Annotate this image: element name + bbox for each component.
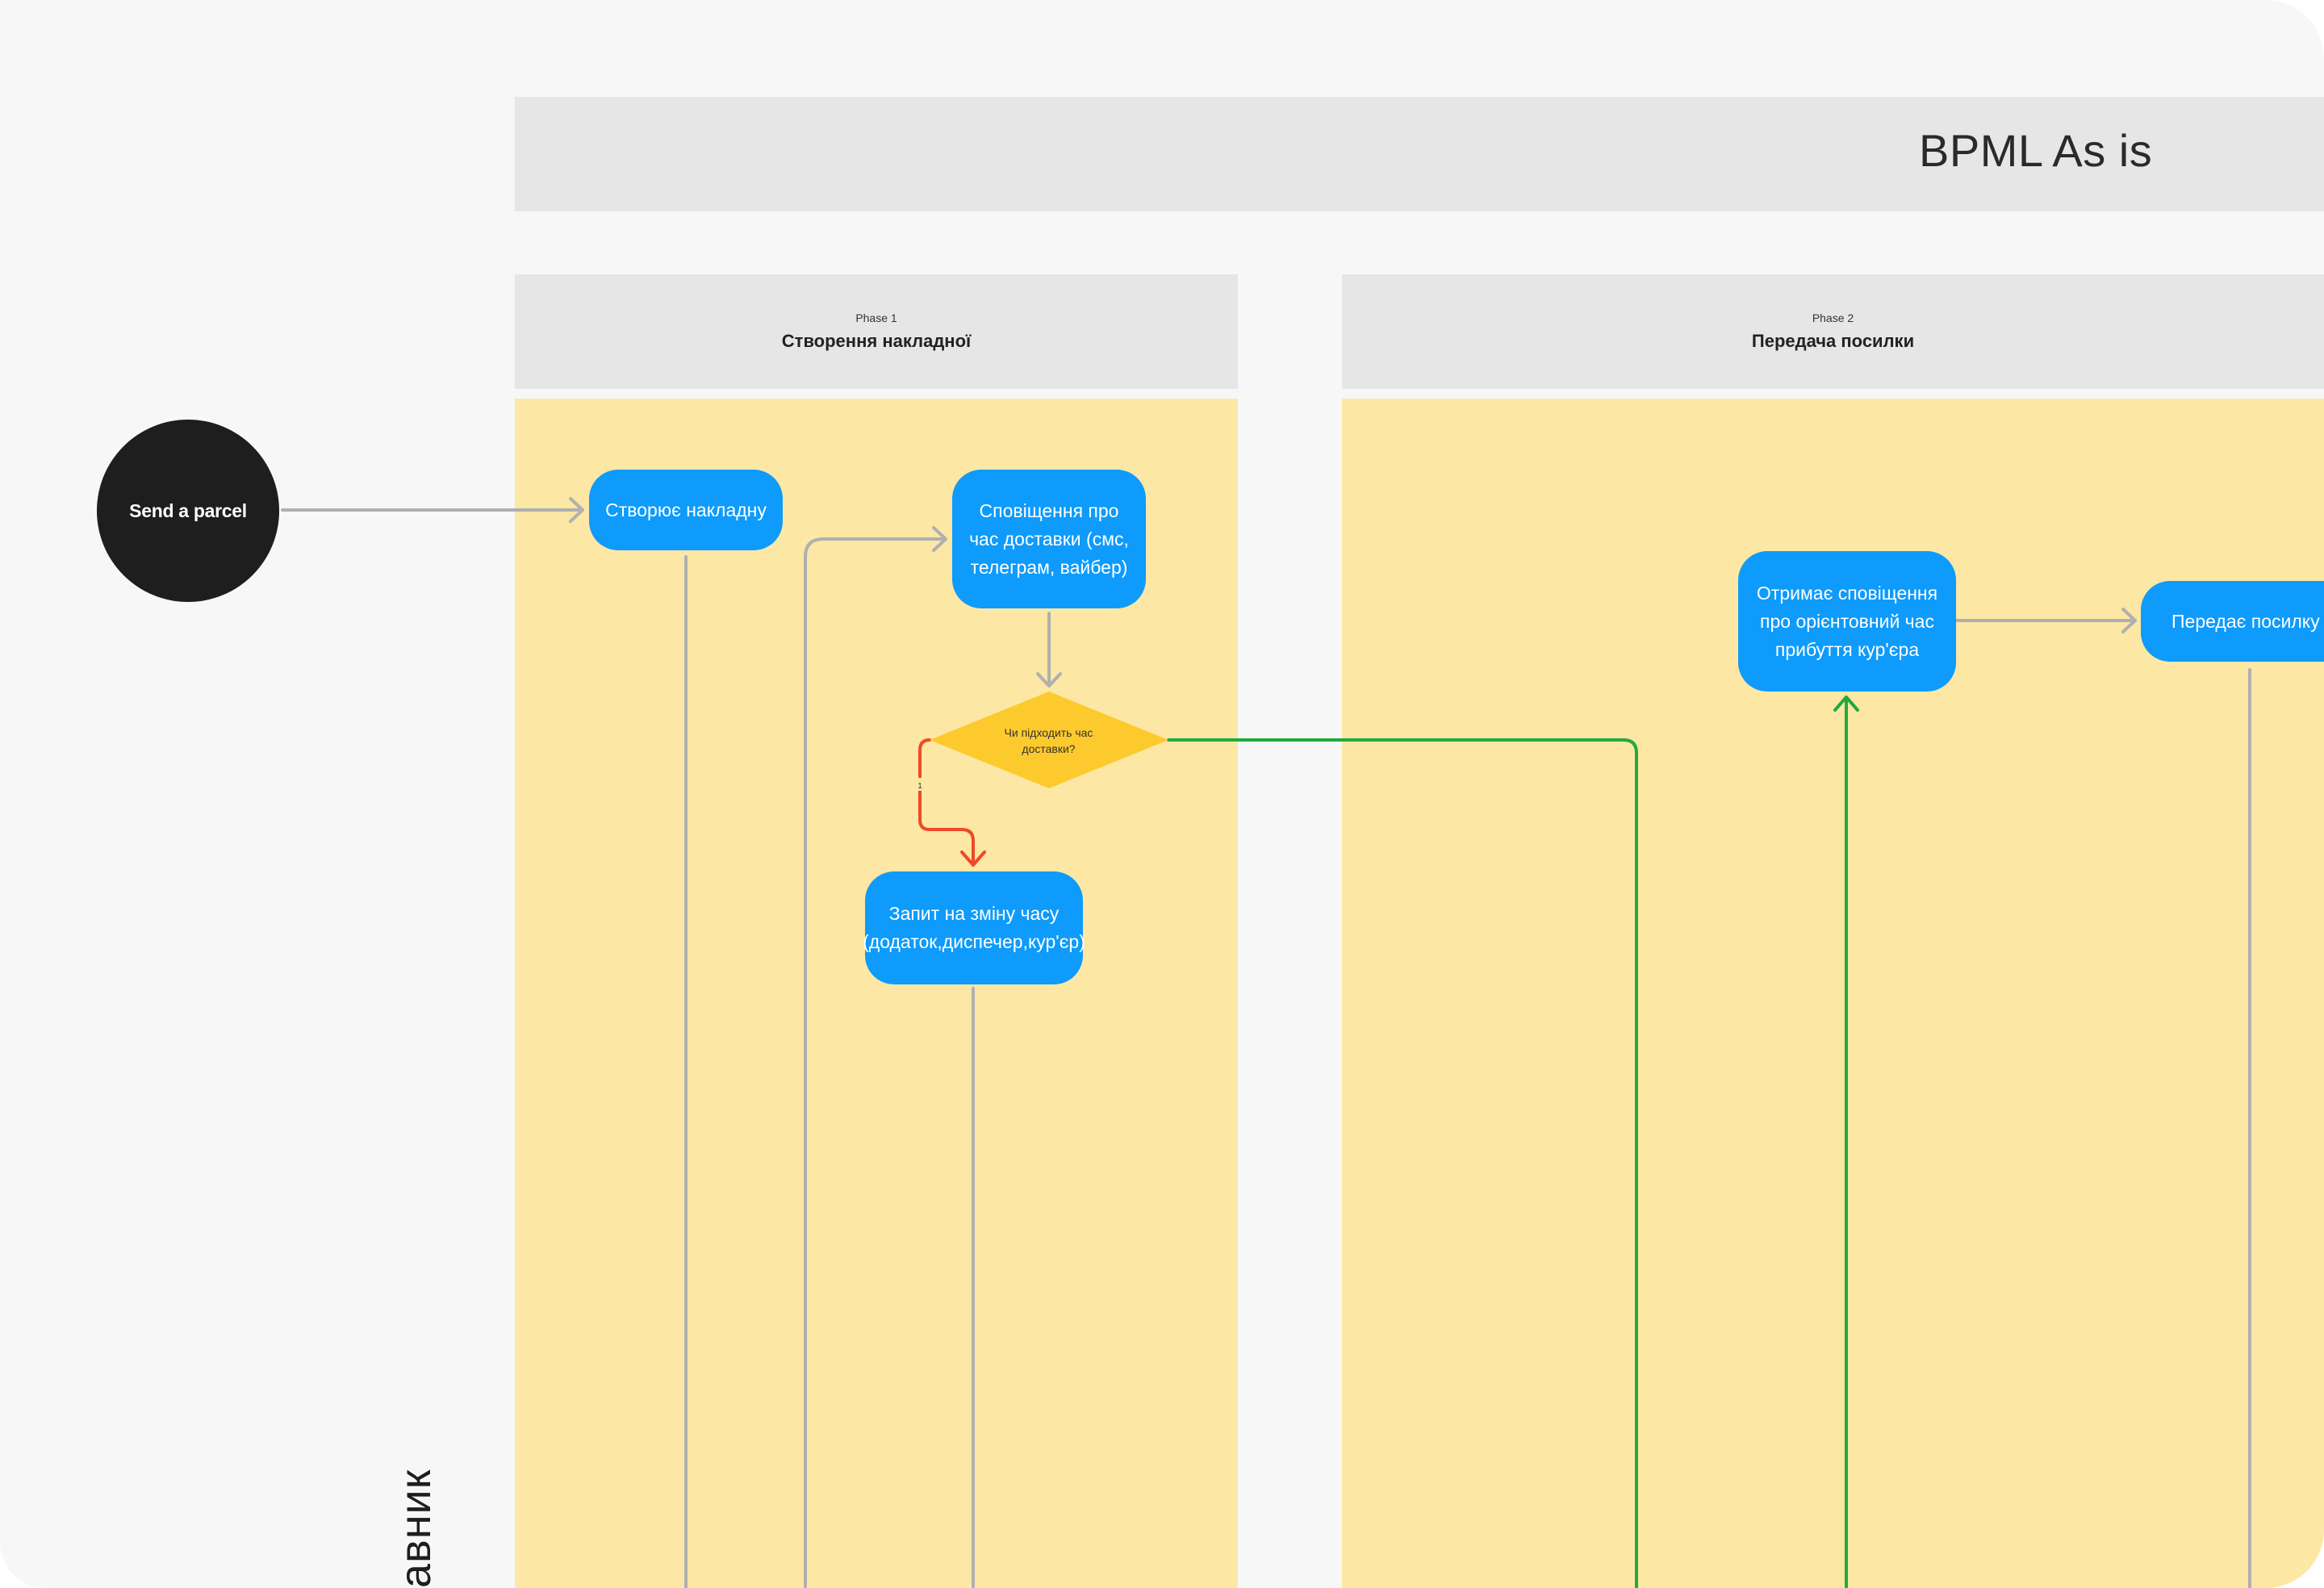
- connector-loop-to-notify: [804, 537, 947, 1588]
- no-marker-bg: [915, 778, 925, 791]
- phase-1-name: Створення накладної: [781, 331, 972, 351]
- diagram-title: BPML As is: [1919, 125, 2153, 176]
- arrowhead: [2121, 608, 2137, 633]
- arrowhead: [960, 850, 986, 867]
- yes-path: [1167, 738, 1638, 1588]
- lane-label: авник: [391, 1469, 440, 1588]
- start-event-send-parcel[interactable]: Send a parcel: [97, 420, 279, 602]
- task-receive-notification[interactable]: Отримає сповіщення про орієнтовний час п…: [1738, 551, 1956, 692]
- arrowhead: [932, 526, 947, 552]
- arrowhead: [1833, 696, 1859, 712]
- arrowhead: [1036, 672, 1062, 687]
- task-notify-delivery-time[interactable]: Сповіщення про час доставки (смс, телегр…: [952, 470, 1146, 608]
- no-marker: 1: [917, 782, 922, 791]
- no-path: [918, 738, 975, 865]
- decision-question: Чи підходить час доставки?: [1004, 726, 1093, 755]
- task-create-waybill[interactable]: Створює накладну: [589, 470, 783, 550]
- title-bar: [515, 97, 2324, 211]
- task-hand-over-parcel[interactable]: Передає посилку: [2141, 581, 2324, 662]
- phase-2-label: Phase 2: [1812, 311, 1854, 324]
- phase-2-header: Phase 2 Передача посилки: [1342, 274, 2324, 389]
- decision-gateway: [930, 692, 1168, 788]
- arrowhead: [569, 497, 584, 523]
- phase-2-name: Передача посилки: [1751, 331, 1915, 351]
- task-change-time-request[interactable]: Запит на зміну часу (додаток,диспечер,ку…: [863, 871, 1085, 984]
- phase-1-label: Phase 1: [855, 311, 897, 324]
- phase-1-header: Phase 1 Створення накладної: [515, 274, 1238, 389]
